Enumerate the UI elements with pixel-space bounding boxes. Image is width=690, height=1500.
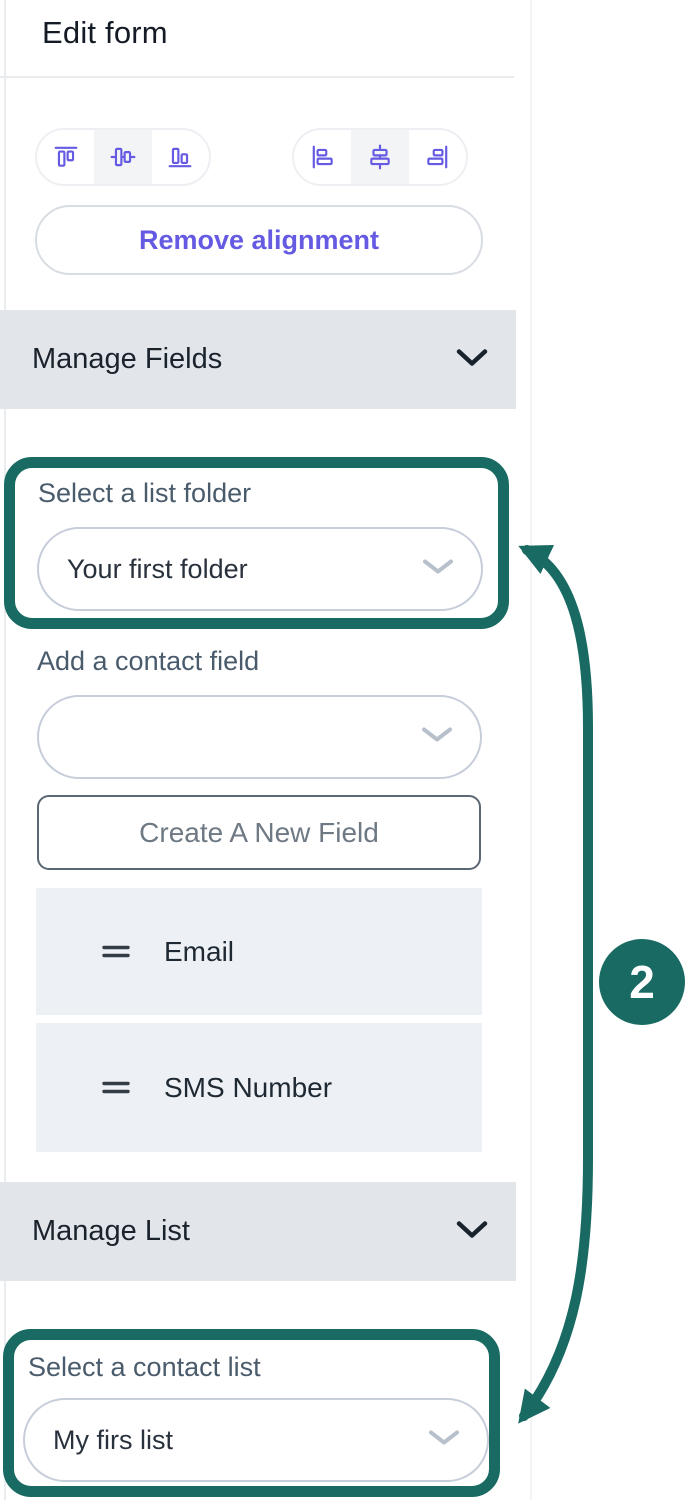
- annotation-highlight-folder: Select a list folder Your first folder: [4, 457, 509, 629]
- manage-fields-header[interactable]: Manage Fields: [0, 310, 516, 409]
- align-middle-vertical-button[interactable]: [94, 130, 152, 184]
- list-folder-value: Your first folder: [67, 553, 248, 584]
- manage-list-header[interactable]: Manage List: [0, 1182, 516, 1281]
- field-name: SMS Number: [164, 1071, 333, 1103]
- align-right-button[interactable]: [409, 130, 466, 184]
- create-new-field-button[interactable]: Create A New Field: [37, 795, 481, 870]
- field-name: Email: [164, 935, 235, 967]
- chevron-down-icon: [427, 1428, 461, 1453]
- align-top-button[interactable]: [37, 130, 94, 184]
- add-contact-field-label: Add a contact field: [37, 646, 260, 676]
- contact-list-value: My firs list: [53, 1424, 173, 1455]
- list-folder-label: Select a list folder: [38, 478, 252, 508]
- chevron-down-icon: [456, 347, 488, 372]
- contact-list-label: Select a contact list: [28, 1352, 261, 1382]
- align-center-horizontal-button[interactable]: [351, 130, 409, 184]
- remove-alignment-button[interactable]: Remove alignment: [35, 205, 483, 275]
- align-bottom-button[interactable]: [152, 130, 209, 184]
- drag-handle-icon[interactable]: [102, 1079, 130, 1096]
- align-top-icon: [53, 144, 79, 170]
- manage-list-label: Manage List: [32, 1215, 190, 1247]
- contact-list-dropdown[interactable]: My firs list: [23, 1398, 489, 1482]
- panel-left-border: [4, 0, 6, 1500]
- field-row-email[interactable]: Email: [36, 888, 482, 1015]
- annotation-highlight-contact-list: Select a contact list My firs list: [3, 1329, 500, 1497]
- align-middle-vertical-icon: [110, 144, 136, 170]
- vertical-align-group: [35, 128, 211, 186]
- panel-right-border: [530, 0, 532, 1500]
- align-right-icon: [424, 144, 450, 170]
- align-left-icon: [310, 144, 336, 170]
- align-left-button[interactable]: [294, 130, 351, 184]
- align-bottom-icon: [167, 144, 193, 170]
- add-contact-field-dropdown[interactable]: [37, 695, 482, 779]
- chevron-down-icon: [456, 1219, 488, 1244]
- page-title: Edit form: [42, 15, 168, 50]
- chevron-down-icon: [421, 557, 455, 582]
- align-center-horizontal-icon: [367, 144, 393, 170]
- horizontal-align-group: [292, 128, 468, 186]
- field-row-sms-number[interactable]: SMS Number: [36, 1023, 482, 1152]
- manage-fields-label: Manage Fields: [32, 343, 223, 375]
- step-2-badge: 2: [599, 939, 685, 1025]
- title-divider: [0, 76, 514, 78]
- drag-handle-icon[interactable]: [102, 943, 130, 960]
- list-folder-dropdown[interactable]: Your first folder: [37, 527, 483, 611]
- chevron-down-icon: [420, 725, 454, 750]
